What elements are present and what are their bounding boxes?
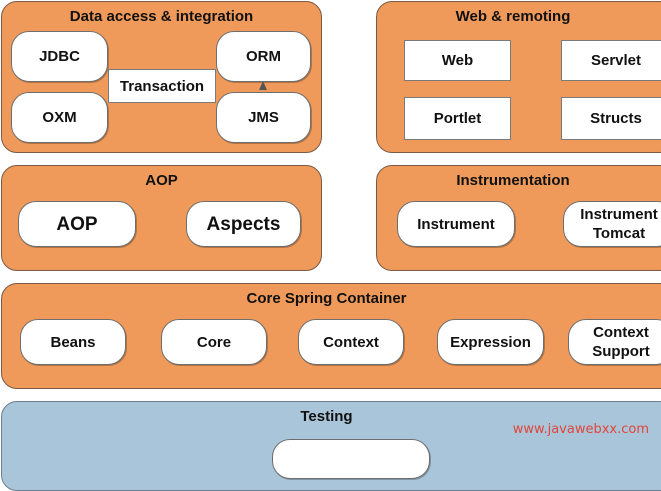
instrument-tomcat-module[interactable]: Instrument Tomcat [563,201,661,247]
instrument-module[interactable]: Instrument [397,201,515,247]
servlet-module[interactable]: Servlet [561,40,661,81]
context-support-line2: Support [592,343,650,360]
portlet-module[interactable]: Portlet [404,97,511,140]
aop-title: AOP [145,172,178,189]
instrument-tomcat-line1: Instrument [580,206,658,223]
orm-module[interactable]: ORM [216,31,311,82]
data-access-title: Data access & integration [69,8,254,25]
instrumentation-title: Instrumentation [456,172,570,189]
context-support-line1: Context [593,324,649,341]
expression-module[interactable]: Expression [437,319,544,365]
jms-module[interactable]: JMS [216,92,311,143]
struts-module[interactable]: Structs [561,97,661,140]
transaction-module[interactable]: Transaction [108,69,216,103]
transaction-arrow-icon [259,81,267,90]
oxm-module[interactable]: OXM [11,92,108,143]
aspects-module[interactable]: Aspects [186,201,301,247]
watermark: www.javawebxx.com [512,422,649,437]
context-module[interactable]: Context [298,319,404,365]
jdbc-module[interactable]: JDBC [11,31,108,82]
instrument-tomcat-line2: Tomcat [592,225,646,242]
testing-module[interactable] [272,439,430,479]
testing-title: Testing [300,408,353,425]
web-module[interactable]: Web [404,40,511,81]
context-support-module[interactable]: Context Support [568,319,661,365]
core-module[interactable]: Core [161,319,267,365]
aop-module[interactable]: AOP [18,201,136,247]
web-remoting-title: Web & remoting [455,8,571,25]
core-container-title: Core Spring Container [246,290,407,307]
beans-module[interactable]: Beans [20,319,126,365]
